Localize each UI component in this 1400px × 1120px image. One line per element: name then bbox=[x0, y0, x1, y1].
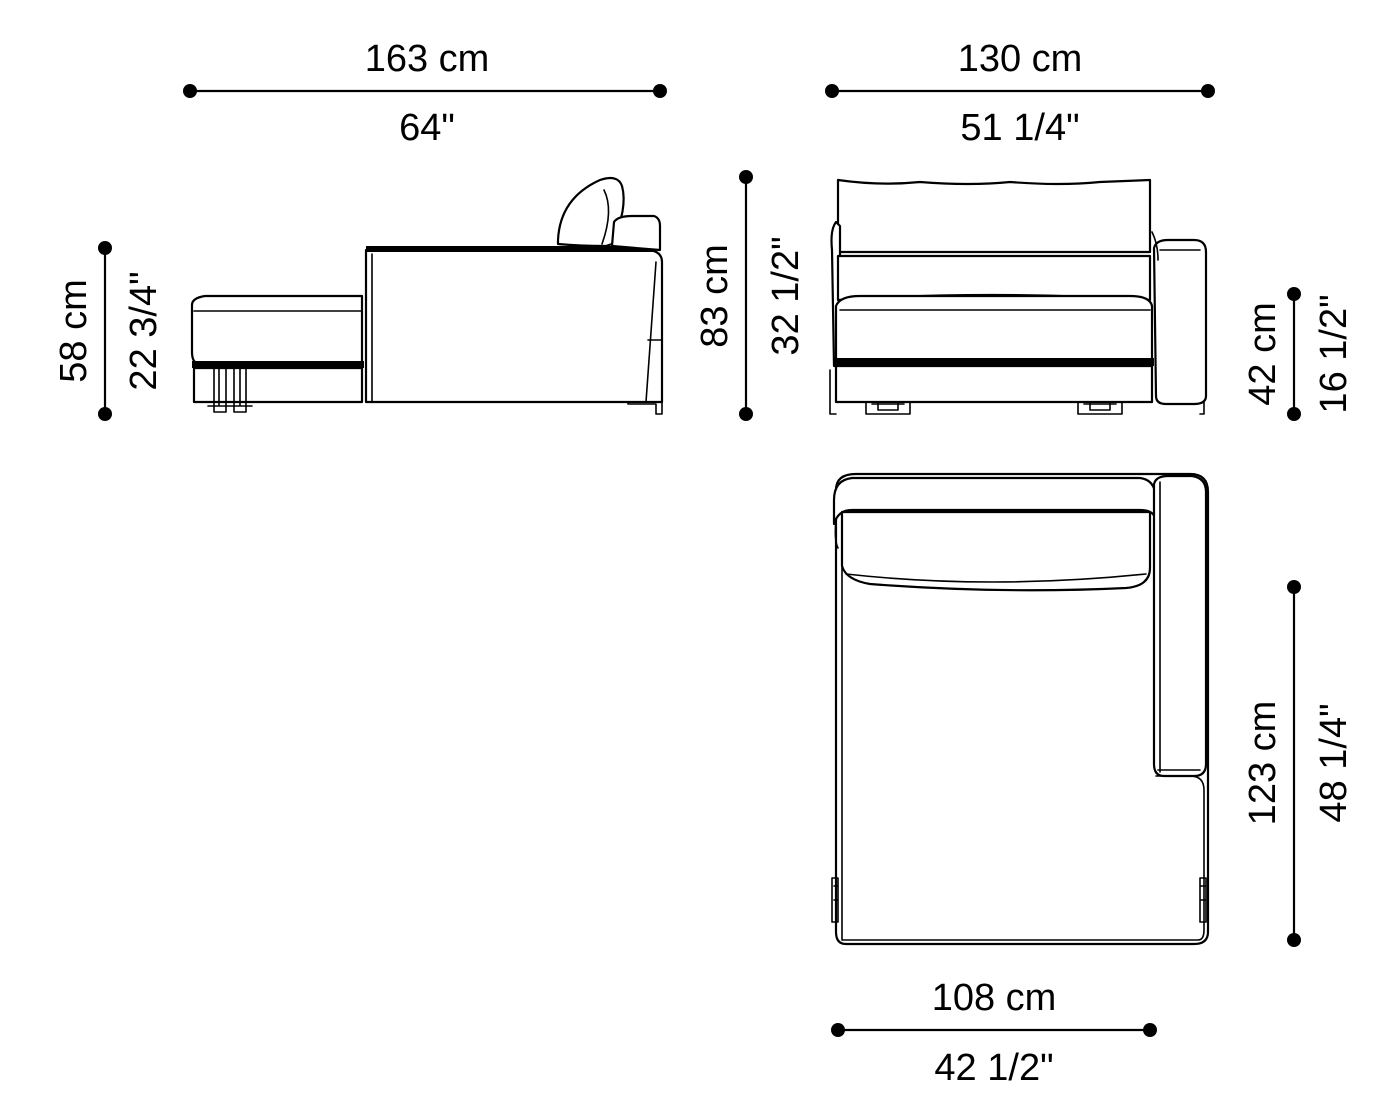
side-leg-1 bbox=[213, 367, 227, 413]
top-width-metric: 108 cm bbox=[932, 977, 1057, 1019]
side-chaise-band bbox=[192, 361, 364, 368]
top-foot-right bbox=[1199, 877, 1207, 923]
side-height-imperial: 22 3/4" bbox=[123, 271, 165, 390]
front-foot-right bbox=[1077, 401, 1123, 415]
top-foot-left bbox=[831, 877, 839, 923]
front-width-metric: 130 cm bbox=[958, 38, 1083, 80]
side-width-metric: 163 cm bbox=[365, 38, 490, 80]
front-height-dimension: 83 cm 32 1/2" bbox=[694, 170, 807, 421]
top-right-arm bbox=[1152, 474, 1208, 778]
front-height-imperial: 32 1/2" bbox=[765, 236, 807, 355]
front-arm-height-dimension: 42 cm 16 1/2" bbox=[1242, 287, 1355, 421]
front-right-arm bbox=[1152, 238, 1208, 406]
side-top-band bbox=[366, 246, 656, 252]
top-depth-dimension: 123 cm 48 1/4" bbox=[1242, 580, 1355, 947]
top-seat-cushion bbox=[840, 510, 1152, 592]
top-main-outline bbox=[834, 472, 1210, 946]
side-back-pillow bbox=[556, 176, 625, 248]
front-base bbox=[834, 364, 1154, 404]
side-back-cushion bbox=[610, 214, 662, 252]
top-depth-imperial: 48 1/4" bbox=[1313, 703, 1355, 822]
front-foot-left bbox=[865, 401, 911, 415]
side-height-dimension: 58 cm 22 3/4" bbox=[53, 241, 165, 421]
front-back-cushion bbox=[836, 178, 1152, 254]
front-arm-height-metric: 42 cm bbox=[1242, 302, 1284, 405]
side-width-imperial: 64" bbox=[399, 107, 455, 149]
top-width-dimension: 108 cm 42 1/2" bbox=[831, 977, 1157, 1089]
front-seat-band bbox=[834, 358, 1154, 366]
front-arm-height-imperial: 16 1/2" bbox=[1313, 294, 1355, 413]
front-seat-back bbox=[836, 254, 1152, 302]
top-width-imperial: 42 1/2" bbox=[934, 1047, 1053, 1089]
front-width-imperial: 51 1/4" bbox=[960, 107, 1079, 149]
side-width-dimension: 163 cm 64" bbox=[183, 38, 667, 149]
side-leg-2 bbox=[233, 367, 247, 413]
top-depth-metric: 123 cm bbox=[1242, 701, 1284, 826]
front-seat-cushion bbox=[834, 294, 1154, 362]
front-width-dimension: 130 cm 51 1/4" bbox=[825, 38, 1215, 149]
front-view bbox=[829, 178, 1208, 415]
side-view bbox=[190, 176, 664, 415]
side-chaise-cushion bbox=[190, 294, 364, 366]
top-view bbox=[831, 472, 1210, 946]
front-height-metric: 83 cm bbox=[694, 244, 736, 347]
side-height-metric: 58 cm bbox=[53, 279, 95, 382]
side-chaise-base bbox=[192, 366, 364, 404]
side-main-body bbox=[364, 248, 664, 404]
